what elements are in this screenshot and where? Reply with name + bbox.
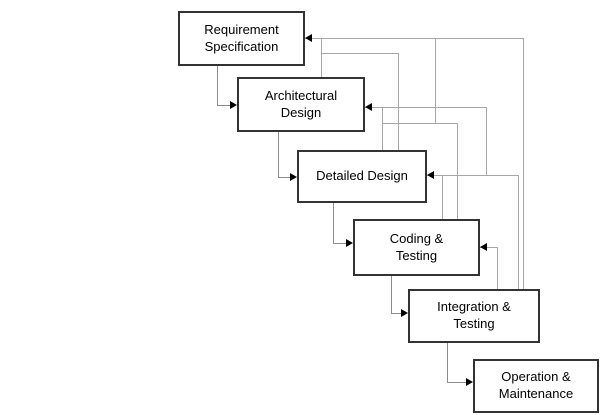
box-architectural-design: Architectural Design [237, 77, 365, 132]
box-operation-maintenance: Operation & Maintenance [473, 359, 599, 413]
feedback-riser-architectural-to-requirement [321, 38, 322, 77]
flow-connector-5-vertical [447, 343, 448, 382]
feedback-line-coding-to-upper [382, 123, 457, 124]
flow-connector-1-vertical [217, 66, 218, 105]
feedback-arrowhead-detailed-design [427, 171, 434, 179]
feedback-arrowhead-architectural-design [365, 103, 372, 111]
box-label-requirement-specification: Requirement Specification [204, 21, 279, 54]
flow-arrowhead-detailed-design [290, 173, 297, 181]
feedback-riser-coding-to-detailed [442, 175, 443, 219]
feedback-riser-integration-to-coding [497, 247, 498, 289]
feedback-line-into-detailed-design [427, 175, 518, 176]
flow-connector-2-vertical [278, 132, 279, 177]
feedback-line-into-architectural-design [365, 107, 486, 108]
feedback-riser-detailed-to-requirement [398, 53, 399, 150]
feedback-riser-junction-architectural [486, 107, 487, 175]
flow-connector-4-vertical [391, 276, 392, 313]
flow-arrowhead-integration-testing [401, 309, 408, 317]
feedback-riser-coding-to-upper [457, 123, 458, 219]
flow-arrowhead-operation-maintenance [466, 378, 473, 386]
flow-arrowhead-architectural-design [230, 101, 237, 109]
box-label-coding-testing: Coding & Testing [389, 230, 444, 263]
box-label-operation-maintenance: Operation & Maintenance [498, 369, 574, 401]
feedback-line-into-coding-testing [480, 247, 497, 248]
feedback-arrowhead-requirement-specification [305, 34, 312, 42]
box-label-architectural-design: Architectural Design [264, 87, 338, 120]
feedback-arrowhead-coding-testing [480, 243, 487, 251]
flow-connector-3-horizontal [333, 243, 347, 244]
feedback-line-detailed-to-requirement [321, 53, 398, 54]
feedback-riser-integration-to-detailed [518, 175, 519, 289]
box-integration-testing: Integration & Testing [408, 289, 540, 343]
feedback-riser-junction-to-requirement [435, 38, 436, 123]
flow-connector-5-horizontal [447, 382, 466, 383]
feedback-riser-detailed-to-architectural [382, 107, 383, 150]
box-label-integration-testing: Integration & Testing [437, 299, 511, 331]
flow-connector-2-horizontal [278, 177, 291, 178]
box-requirement-specification: Requirement Specification [178, 11, 305, 66]
box-detailed-design: Detailed Design [297, 150, 427, 203]
flow-connector-1-horizontal [217, 105, 231, 106]
flow-arrowhead-coding-testing [346, 239, 353, 247]
feedback-riser-integration-to-requirement [523, 38, 524, 289]
flow-connector-4-horizontal [391, 313, 402, 314]
box-label-detailed-design: Detailed Design [316, 168, 408, 184]
box-coding-testing: Coding & Testing [353, 219, 480, 276]
feedback-line-into-requirement-specification [305, 38, 523, 39]
flow-connector-3-vertical [333, 203, 334, 243]
